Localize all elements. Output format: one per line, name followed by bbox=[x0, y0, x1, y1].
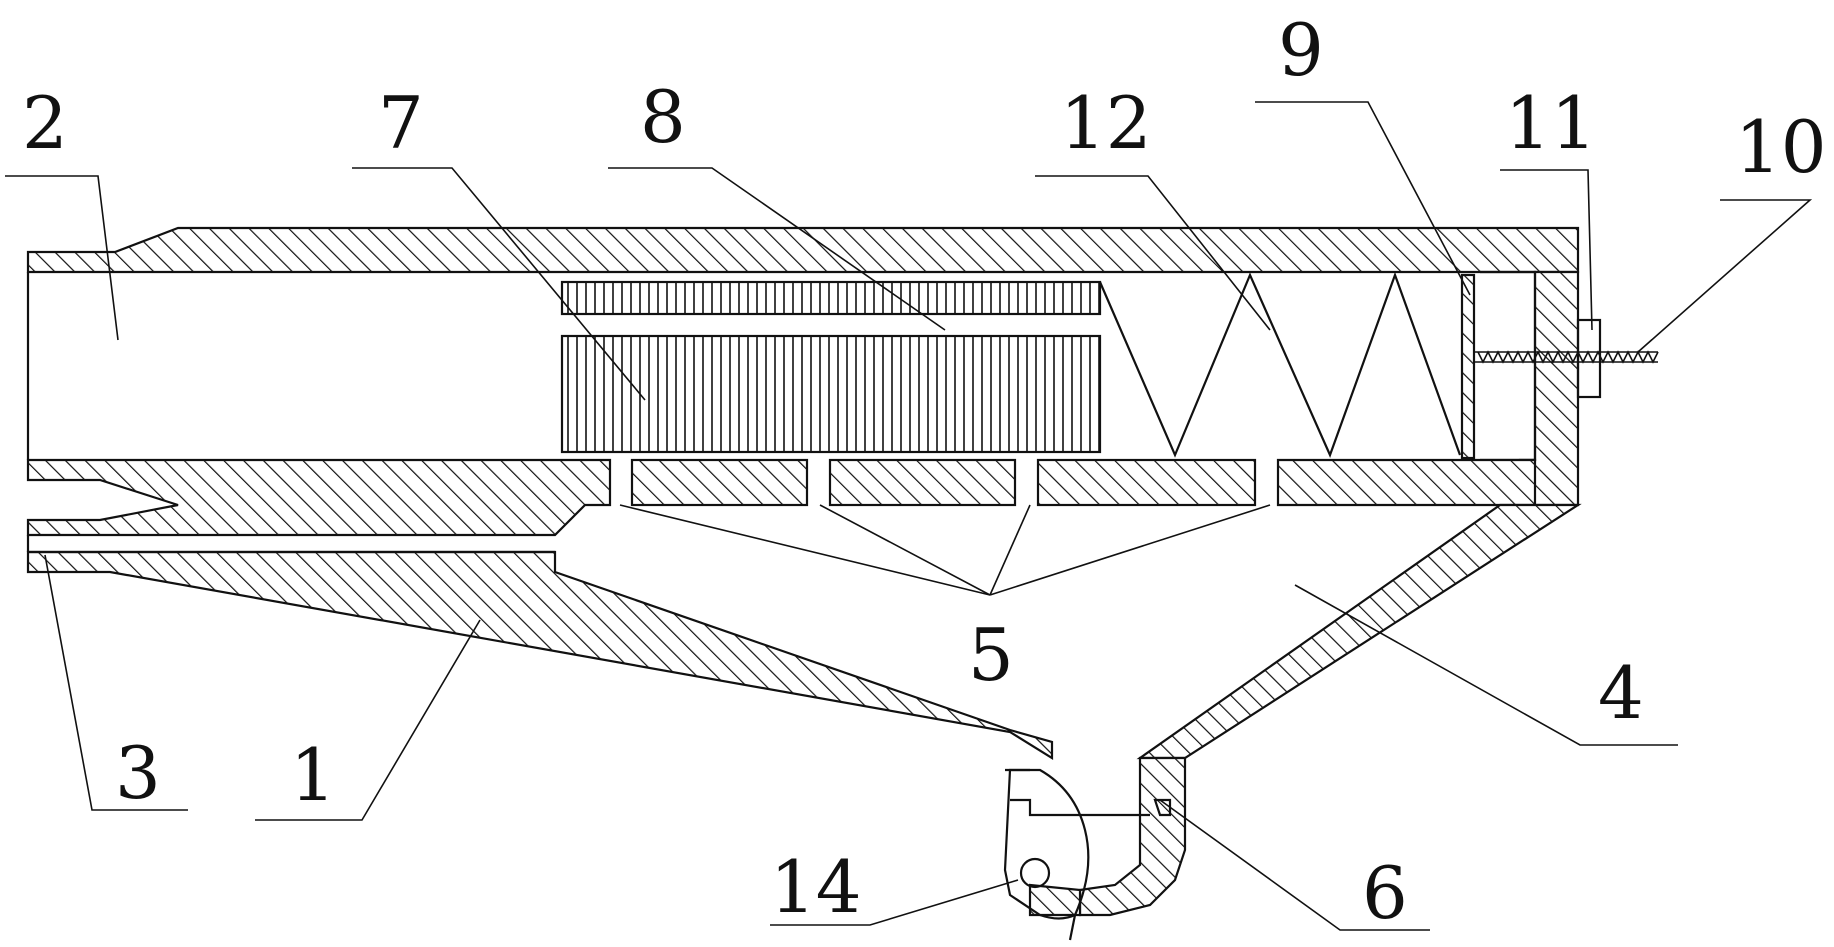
lower-bore-wall-segment-4 bbox=[1278, 460, 1535, 505]
label-4: 4 bbox=[1598, 651, 1644, 735]
label-3: 3 bbox=[115, 731, 161, 815]
label-1: 1 bbox=[290, 733, 336, 817]
lower-bore-wall-segment-3 bbox=[1038, 460, 1255, 505]
plate-9 bbox=[1462, 275, 1474, 458]
spring-12 bbox=[1100, 275, 1460, 455]
label-8: 8 bbox=[640, 75, 686, 159]
housing-top-wall bbox=[28, 228, 1578, 272]
label-12: 12 bbox=[1060, 81, 1152, 165]
lower-bore-wall-left bbox=[28, 460, 610, 535]
label-7: 7 bbox=[378, 81, 424, 165]
lower-bore-wall-segment-1 bbox=[632, 460, 807, 505]
label-6: 6 bbox=[1362, 851, 1408, 935]
label-9: 9 bbox=[1278, 8, 1324, 92]
label-11: 11 bbox=[1505, 81, 1597, 165]
pivot-14 bbox=[1021, 859, 1049, 887]
lower-bore-wall-segment-2 bbox=[830, 460, 1015, 505]
label-2: 2 bbox=[22, 81, 68, 165]
handle-body bbox=[28, 552, 1052, 758]
label-10: 10 bbox=[1735, 105, 1827, 189]
component-7-block bbox=[562, 336, 1100, 452]
nozzle-lower-wall bbox=[1080, 758, 1185, 915]
chamber-diagonal-wall bbox=[1140, 505, 1578, 758]
inner-chamber-frame bbox=[1480, 272, 1535, 460]
nozzle-tip bbox=[1030, 885, 1080, 915]
component-8-block bbox=[562, 282, 1100, 314]
label-5: 5 bbox=[968, 613, 1014, 697]
label-14: 14 bbox=[770, 845, 862, 929]
